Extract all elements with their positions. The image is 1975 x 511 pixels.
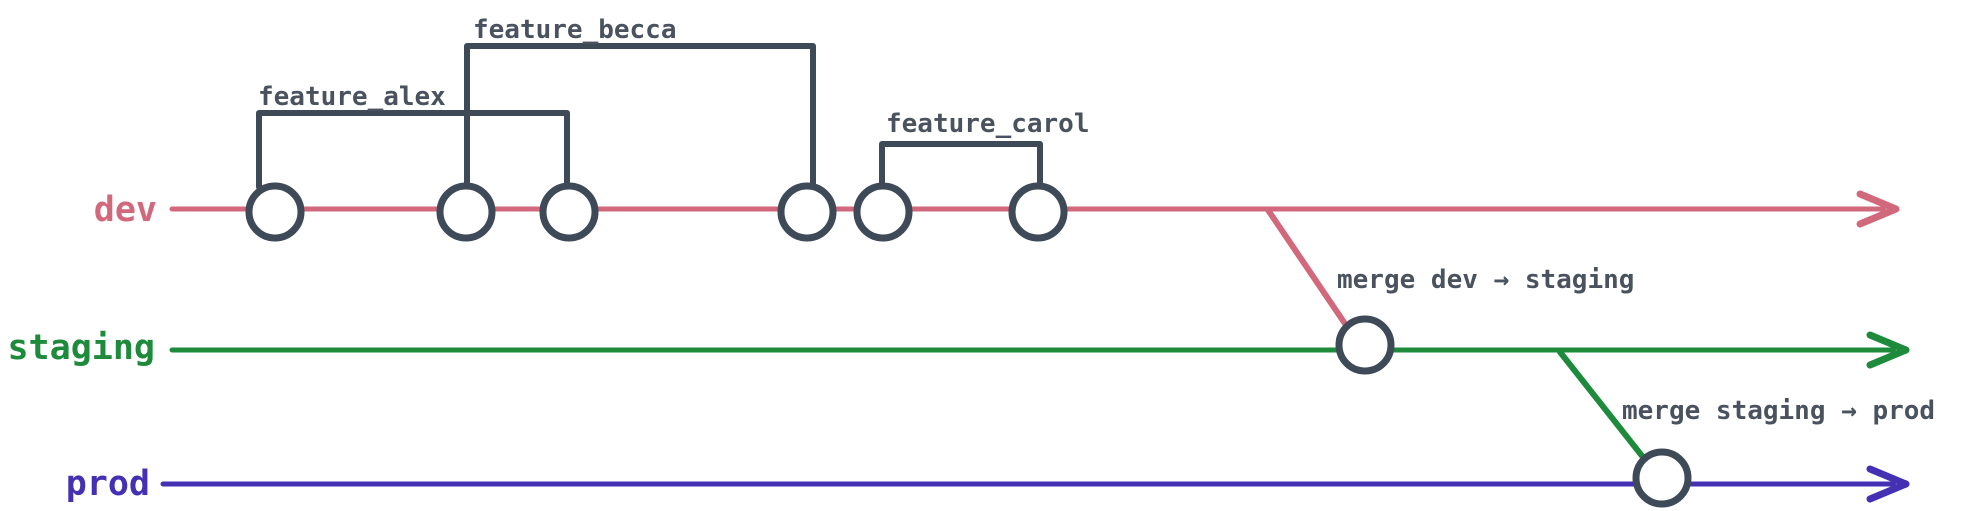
branch-label-prod: prod <box>66 464 150 504</box>
feature-bracket-feature_alex <box>256 110 570 190</box>
merge-commit-node-staging <box>1335 315 1395 375</box>
merge-label-staging-to-prod: merge staging → prod <box>1622 396 1935 426</box>
commit-node-dev-2 <box>436 182 496 242</box>
feature-bracket-feature_carol <box>879 141 1043 191</box>
branch-label-dev: dev <box>94 190 157 230</box>
merge-label-dev-to-staging: merge dev → staging <box>1337 265 1634 295</box>
commit-node-dev-3 <box>539 182 599 242</box>
commit-node-dev-5 <box>853 182 913 242</box>
branch-label-staging: staging <box>7 328 155 368</box>
feature-bracket-feature_becca <box>464 43 816 190</box>
commit-node-dev-1 <box>245 182 305 242</box>
merge-line-dev-to-staging <box>1265 207 1355 337</box>
merge-line-staging-to-prod <box>1557 349 1653 469</box>
feature-label-feature_becca: feature_becca <box>473 15 677 45</box>
feature-label-feature_carol: feature_carol <box>886 109 1090 139</box>
feature-label-feature_alex: feature_alex <box>258 82 446 112</box>
merge-commit-node-prod <box>1632 448 1692 508</box>
branch-arrowhead-dev <box>1856 190 1900 228</box>
branch-arrowhead-staging <box>1866 331 1910 369</box>
commit-node-dev-4 <box>777 182 837 242</box>
branch-arrowhead-prod <box>1866 465 1910 503</box>
commit-node-dev-6 <box>1008 182 1068 242</box>
